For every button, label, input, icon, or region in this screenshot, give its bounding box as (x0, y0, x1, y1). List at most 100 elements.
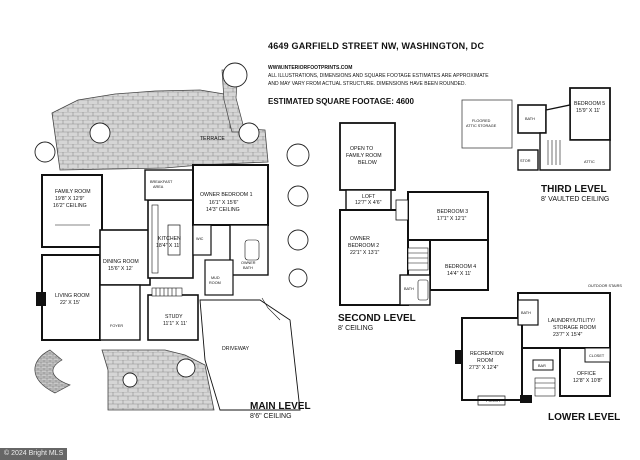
svg-text:RECREATION: RECREATION (470, 351, 504, 357)
svg-text:15'6" X 12': 15'6" X 12' (108, 266, 133, 272)
bedroom-5 (569, 87, 611, 141)
lower-bath (517, 299, 539, 326)
lower-level-plan (455, 292, 611, 406)
tree-icon (89, 122, 111, 144)
tree-icon (287, 185, 309, 207)
mud-room (204, 259, 234, 296)
svg-text:14'4" X 11': 14'4" X 11' (447, 271, 471, 277)
lower-level-title: LOWER LEVEL (548, 412, 621, 423)
driveway-outline (199, 299, 301, 411)
study-label: STUDY (165, 314, 183, 320)
tree-icon (286, 143, 310, 167)
front-walk (101, 349, 215, 411)
svg-text:AREA: AREA (153, 185, 164, 189)
svg-text:BREAKFAST: BREAKFAST (150, 180, 173, 184)
svg-text:OWNER: OWNER (241, 261, 256, 265)
fireplace (36, 292, 46, 306)
trees (34, 62, 310, 388)
svg-text:17'1" X 12'1": 17'1" X 12'1" (437, 216, 466, 222)
third-level-plan (461, 87, 611, 171)
bar-counter (532, 359, 554, 371)
svg-text:15'9" X 11': 15'9" X 11' (576, 108, 600, 114)
svg-text:BEDROOM 4: BEDROOM 4 (445, 264, 476, 270)
svg-text:BATH: BATH (521, 311, 531, 315)
svg-text:12'7" X 4'6": 12'7" X 4'6" (355, 200, 382, 206)
mls-credit: © 2024 Bright MLS (0, 448, 68, 460)
svg-text:WIC: WIC (196, 237, 204, 241)
svg-text:STOR: STOR (520, 159, 531, 163)
wic-closet (192, 224, 212, 256)
svg-text:22'1" X 13'1": 22'1" X 13'1" (350, 250, 379, 256)
tree-icon (222, 62, 248, 88)
tree-icon (122, 372, 138, 388)
foyer-area (99, 284, 141, 341)
tree-icon (238, 122, 260, 144)
svg-text:FLOORED: FLOORED (472, 119, 491, 123)
svg-text:14'3" CEILING: 14'3" CEILING (206, 207, 240, 213)
bedroom-3 (407, 191, 489, 241)
kitchen-room (147, 199, 194, 279)
owner-bedroom-2 (339, 209, 409, 306)
svg-text:ATTIC: ATTIC (584, 160, 595, 164)
owner-bath (229, 224, 269, 276)
owner-bedroom-1-label: OWNER BEDROOM 1 (200, 192, 253, 198)
svg-text:CLOSET: CLOSET (589, 354, 605, 358)
svg-text:16'2" CEILING: 16'2" CEILING (53, 203, 87, 209)
website-text: WWW.INTERIORFOOTPRINTS.COM (268, 65, 353, 71)
svg-text:23'7" X 15'4": 23'7" X 15'4" (553, 332, 582, 338)
svg-text:LOFT: LOFT (362, 194, 376, 200)
floored-attic-storage (461, 99, 513, 149)
svg-text:OPEN TO: OPEN TO (350, 146, 373, 152)
property-address: 4649 GARFIELD STREET NW, WASHINGTON, DC (268, 41, 485, 51)
family-room (41, 174, 103, 248)
svg-text:BELOW: BELOW (358, 160, 377, 166)
third-level-ceiling: 8' VAULTED CEILING (541, 196, 610, 203)
tree-icon (287, 229, 309, 251)
second-level-title: SECOND LEVEL (338, 313, 416, 324)
closet (584, 347, 611, 363)
second-level-plan (339, 122, 489, 306)
svg-text:MUD: MUD (211, 276, 220, 280)
svg-text:11'1" X 11': 11'1" X 11' (163, 321, 187, 327)
svg-text:27'3" X 12'4": 27'3" X 12'4" (469, 365, 498, 371)
svg-text:ROOM: ROOM (477, 358, 493, 364)
second-level-ceiling: 8' CEILING (338, 325, 374, 332)
tree-icon (288, 268, 308, 288)
svg-text:BATH: BATH (404, 287, 414, 291)
svg-text:STORAGE ROOM: STORAGE ROOM (553, 325, 596, 331)
svg-text:BATH: BATH (525, 117, 535, 121)
study-room (147, 294, 199, 341)
tree-icon (34, 141, 56, 163)
svg-text:12'8" X 10'8": 12'8" X 10'8" (573, 378, 602, 384)
svg-text:LAUNDRY/UTILITY/: LAUNDRY/UTILITY/ (548, 318, 595, 324)
bedroom-4 (429, 239, 489, 291)
svg-text:ATTIC STORAGE: ATTIC STORAGE (466, 124, 497, 128)
curved-path (34, 349, 71, 394)
svg-text:ROOM: ROOM (209, 281, 221, 285)
main-level-ceiling: 8'6" CEILING (250, 413, 292, 420)
svg-text:18'4" X 11': 18'4" X 11' (156, 243, 180, 249)
dining-room (99, 229, 151, 286)
terrace-label: TERRACE (200, 136, 225, 142)
svg-text:OFFICE: OFFICE (577, 371, 597, 377)
terrace-patio (51, 89, 269, 171)
family-room-label: FAMILY ROOM (55, 189, 91, 195)
svg-text:BEDROOM 3: BEDROOM 3 (437, 209, 468, 215)
svg-text:OUTDOOR STAIRS: OUTDOOR STAIRS (588, 284, 622, 288)
tree-icon (176, 358, 196, 378)
driveway-label: DRIVEWAY (222, 346, 250, 352)
third-bath (517, 104, 547, 134)
svg-text:PORCH: PORCH (486, 399, 500, 403)
living-room-label: LIVING ROOM (55, 293, 90, 299)
svg-text:BAR: BAR (538, 364, 546, 368)
third-level-title: THIRD LEVEL (541, 184, 607, 195)
foyer-label: FOYER (110, 324, 123, 328)
svg-text:BEDROOM 2: BEDROOM 2 (348, 243, 379, 249)
square-footage: ESTIMATED SQUARE FOOTAGE: 4600 (268, 97, 414, 106)
dining-room-label: DINING ROOM (103, 259, 139, 265)
svg-text:BATH: BATH (243, 266, 253, 270)
third-storage (517, 149, 539, 171)
svg-text:19'8" X 12'9": 19'8" X 12'9" (55, 196, 84, 202)
owner-bedroom-1 (192, 164, 269, 226)
